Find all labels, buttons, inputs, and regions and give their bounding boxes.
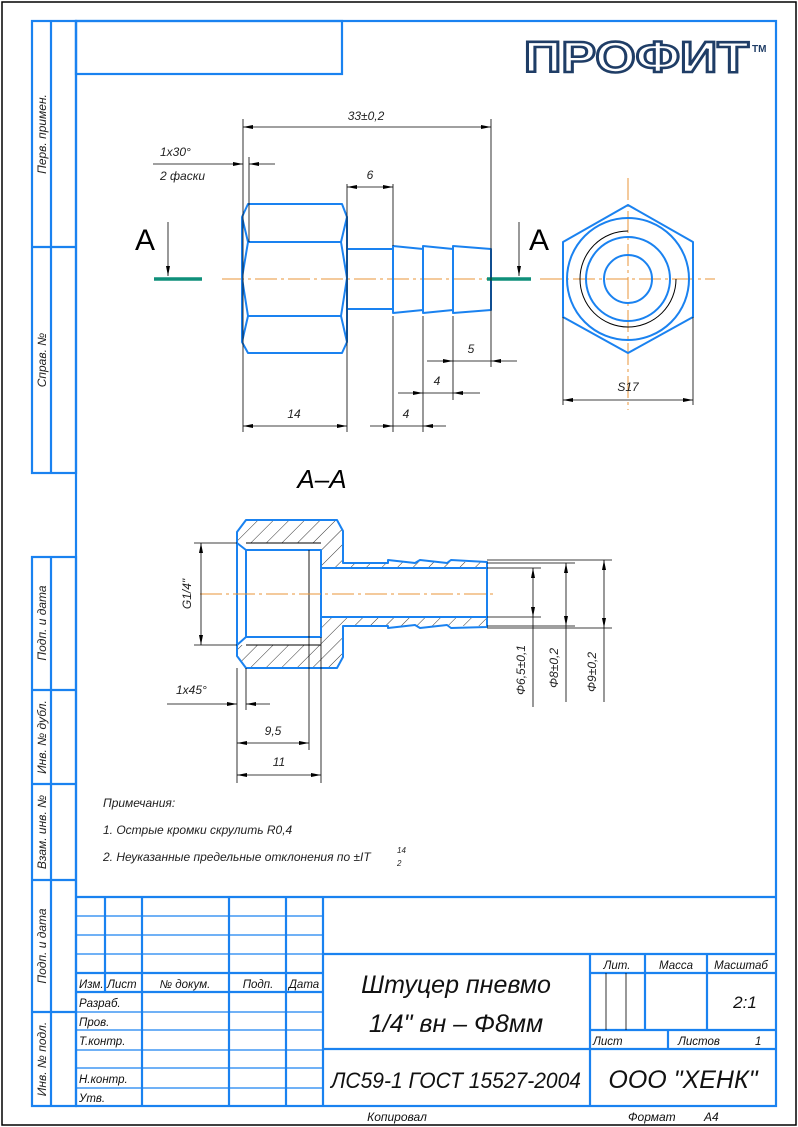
notes-heading: Примечания: xyxy=(103,796,175,810)
dim-diameter-6-5: Φ6,5±0,1 xyxy=(514,645,528,695)
role-utv: Утв. xyxy=(78,1093,105,1105)
top-left-box xyxy=(74,19,344,76)
tube-circle xyxy=(603,254,653,304)
dim-chamfer-1x30: 1x30° xyxy=(160,145,191,159)
role-razrab: Разраб. xyxy=(79,998,121,1010)
note-fraction-bottom: 2 xyxy=(396,859,402,868)
dim-across-flats: S17 xyxy=(617,380,640,394)
header-data: Дата xyxy=(287,979,319,991)
note-fraction-top: 14 xyxy=(397,846,406,855)
header-list: Лист xyxy=(106,979,137,991)
scale-label: Масштаб xyxy=(714,960,768,972)
dim-chamfer-count: 2 фаски xyxy=(159,169,205,183)
section-letter-left: A xyxy=(135,224,155,257)
sheets-label: Листов xyxy=(677,1036,720,1048)
dim-thread: G1/4" xyxy=(180,578,194,609)
dim-barb-3: 5 xyxy=(468,342,475,356)
neck xyxy=(347,248,393,310)
dim-barb-2: 4 xyxy=(434,374,441,388)
dim-depth-9-5: 9,5 xyxy=(265,724,282,738)
end-view: S17 xyxy=(540,178,715,410)
role-prov: Пров. xyxy=(79,1017,109,1029)
header-podp: Подп. xyxy=(243,979,274,991)
hex-outline xyxy=(562,204,694,354)
side-label-sprav-no: Справ. № xyxy=(35,333,49,388)
mass-label: Масса xyxy=(659,960,693,972)
chamfer-circle xyxy=(566,217,690,341)
front-view: A A 33±0,2 1x30° 2 фаски 6 14 4 4 5 xyxy=(135,109,549,432)
sheets-value: 1 xyxy=(755,1036,761,1048)
lit-label: Лит. xyxy=(603,960,631,972)
side-label-vzam-inv: Взам. инв. № xyxy=(35,795,49,869)
bore-circle xyxy=(585,236,671,322)
dim-chamfer-1x45: 1x45° xyxy=(176,683,207,697)
dim-barb-1: 4 xyxy=(403,407,410,421)
section-outline xyxy=(236,519,488,669)
side-label-inv-dubl: Инв. № дубл. xyxy=(35,700,49,774)
side-label-podp-data: Подп. и дата xyxy=(35,585,49,660)
dim-depth-11: 11 xyxy=(273,755,285,769)
side-label-perv-primen: Перв. примен. xyxy=(35,94,49,174)
note-item: 1. Острые кромки скрулить R0,4 xyxy=(103,823,293,837)
notes: Примечания: 1. Острые кромки скрулить R0… xyxy=(102,796,406,868)
role-tkontr: Т.контр. xyxy=(79,1036,125,1048)
header-izm: Изм. xyxy=(79,979,104,991)
format-value: A4 xyxy=(703,1110,719,1124)
hex-body xyxy=(241,203,348,354)
title-block: Изм. Лист № докум. Подп. Дата Разраб. Пр… xyxy=(76,895,776,1106)
section-letter-right: A xyxy=(529,224,549,257)
side-label-inv-podl: Инв. № подл. xyxy=(35,1022,49,1096)
section-view: A–A G1/4" 1x45° 9,5 11 Φ6,5±0,1 Φ8±0,2 Φ… xyxy=(167,464,612,783)
part-name-line1: Штуцер пневмо xyxy=(361,971,551,999)
scale-value: 2:1 xyxy=(732,993,757,1012)
material: ЛС59-1 ГОСТ 15527-2004 xyxy=(329,1068,581,1093)
dim-hex-length: 14 xyxy=(287,407,301,421)
sheet-label: Лист xyxy=(592,1036,623,1048)
logo-tm: TM xyxy=(752,44,766,55)
part-name-line2: 1/4" вн – Φ8мм xyxy=(369,1010,543,1038)
section-hatch xyxy=(237,520,487,668)
thread-arc xyxy=(579,230,677,328)
role-nkontr: Н.контр. xyxy=(79,1074,128,1086)
dim-total: 33±0,2 xyxy=(348,109,385,123)
copied-label: Копировал xyxy=(367,1110,427,1124)
dim-neck: 6 xyxy=(367,168,374,182)
brand-logo: ПРОФИТ TM xyxy=(523,32,767,84)
format-label: Формат xyxy=(628,1110,676,1124)
note-item: 2. Неуказанные предельные отклонения по … xyxy=(102,850,372,864)
side-label-podp-data: Подп. и дата xyxy=(35,908,49,983)
logo-text: ПРОФИТ xyxy=(524,33,749,82)
header-doc-no: № докум. xyxy=(160,979,211,991)
company-name: ООО "ХЕНК" xyxy=(608,1066,758,1094)
dim-diameter-9: Φ9±0,2 xyxy=(585,652,599,692)
drawing-frame xyxy=(30,19,778,1108)
dim-diameter-8: Φ8±0,2 xyxy=(547,648,561,688)
footer: Копировал Формат A4 xyxy=(367,1110,719,1124)
section-title: A–A xyxy=(295,464,346,494)
